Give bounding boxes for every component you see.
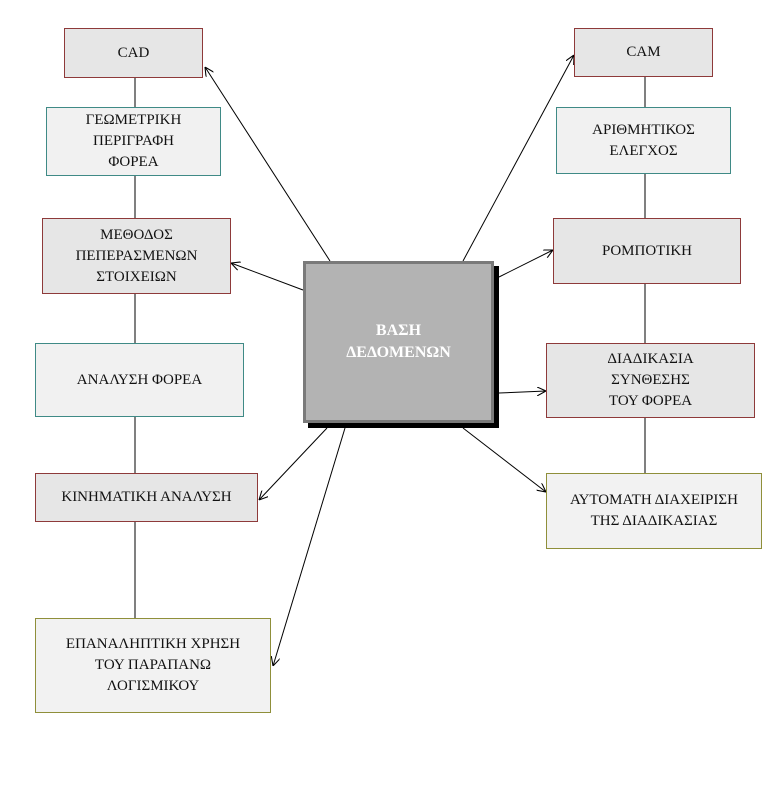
arrow-to-automation — [462, 427, 546, 492]
arrow-to-cam — [462, 55, 574, 262]
arrow-to-robotics — [498, 250, 553, 278]
cad-box: CAD — [64, 28, 203, 78]
arrow-to-kinematic — [259, 427, 328, 500]
robotics-box: ΡΟΜΠΟΤΙΚΗ — [553, 218, 741, 284]
automation-box: ΑΥΤΟΜΑΤΗ ΔΙΑΧΕΙΡΙΣΗ ΤΗΣ ΔΙΑΔΙΚΑΣΙΑΣ — [546, 473, 762, 549]
numeric-box: ΑΡΙΘΜΗΤΙΚΟΣ ΕΛΕΓΧΟΣ — [556, 107, 731, 174]
analysis-box: ΑΝΑΛΥΣΗ ΦΟΡΕΑ — [35, 343, 244, 417]
fem-box: ΜΕΘΟΔΟΣ ΠΕΠΕΡΑΣΜΕΝΩΝ ΣΤΟΙΧΕΙΩΝ — [42, 218, 231, 294]
geometry-box: ΓΕΩΜΕΤΡΙΚΗ ΠΕΡΙΓΡΑΦΗ ΦΟΡΕΑ — [46, 107, 221, 176]
kinematic-box: ΚΙΝΗΜΑΤΙΚΗ ΑΝΑΛΥΣΗ — [35, 473, 258, 522]
arrow-to-repeat — [273, 427, 346, 666]
arrow-to-cad — [205, 67, 331, 262]
arrow-to-synthesis — [498, 391, 546, 393]
arrow-to-fem — [231, 263, 304, 291]
database-box: ΒΑΣΗ ΔΕΔΟΜΕΝΩΝ — [303, 261, 494, 423]
repeat-box: ΕΠΑΝΑΛΗΠΤΙΚΗ ΧΡΗΣΗ ΤΟΥ ΠΑΡΑΠΑΝΩ ΛΟΓΙΣΜΙΚ… — [35, 618, 271, 713]
cam-box: CAM — [574, 28, 713, 77]
synthesis-box: ΔΙΑΔΙΚΑΣΙΑ ΣΥΝΘΕΣΗΣ ΤΟΥ ΦΟΡΕΑ — [546, 343, 755, 418]
